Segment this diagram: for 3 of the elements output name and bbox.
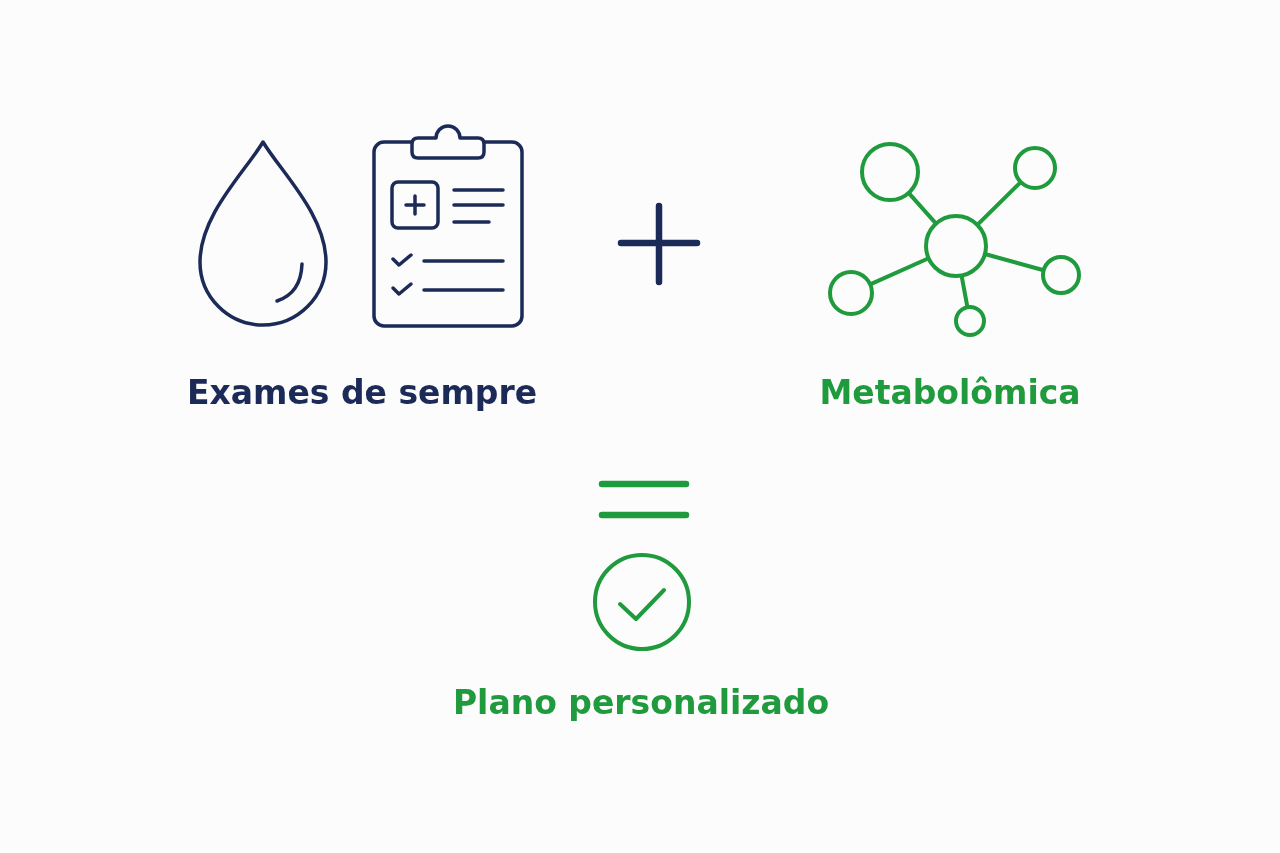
- label-text: Exames de sempre: [186, 373, 538, 413]
- label-text: Plano personalizado: [452, 683, 830, 723]
- label-text: Metabolômica: [819, 373, 1081, 413]
